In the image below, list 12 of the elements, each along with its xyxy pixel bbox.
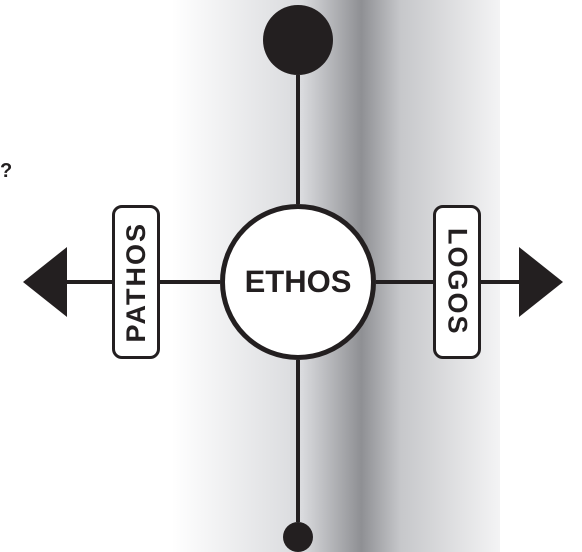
arrow — [481, 247, 563, 317]
connector-line — [160, 280, 220, 284]
connector-line — [296, 360, 300, 522]
connector-line — [296, 75, 300, 204]
arrow — [23, 247, 112, 317]
stray-mark: ? — [0, 160, 12, 183]
rounded-label-box — [433, 205, 481, 359]
vertical-label-text: PATHOS — [120, 222, 152, 342]
connector-line — [376, 280, 433, 284]
rounded-label-box — [112, 205, 160, 359]
circle-label-text: ETHOS — [244, 264, 352, 300]
vertical-label-text: LOGOS — [442, 228, 472, 336]
